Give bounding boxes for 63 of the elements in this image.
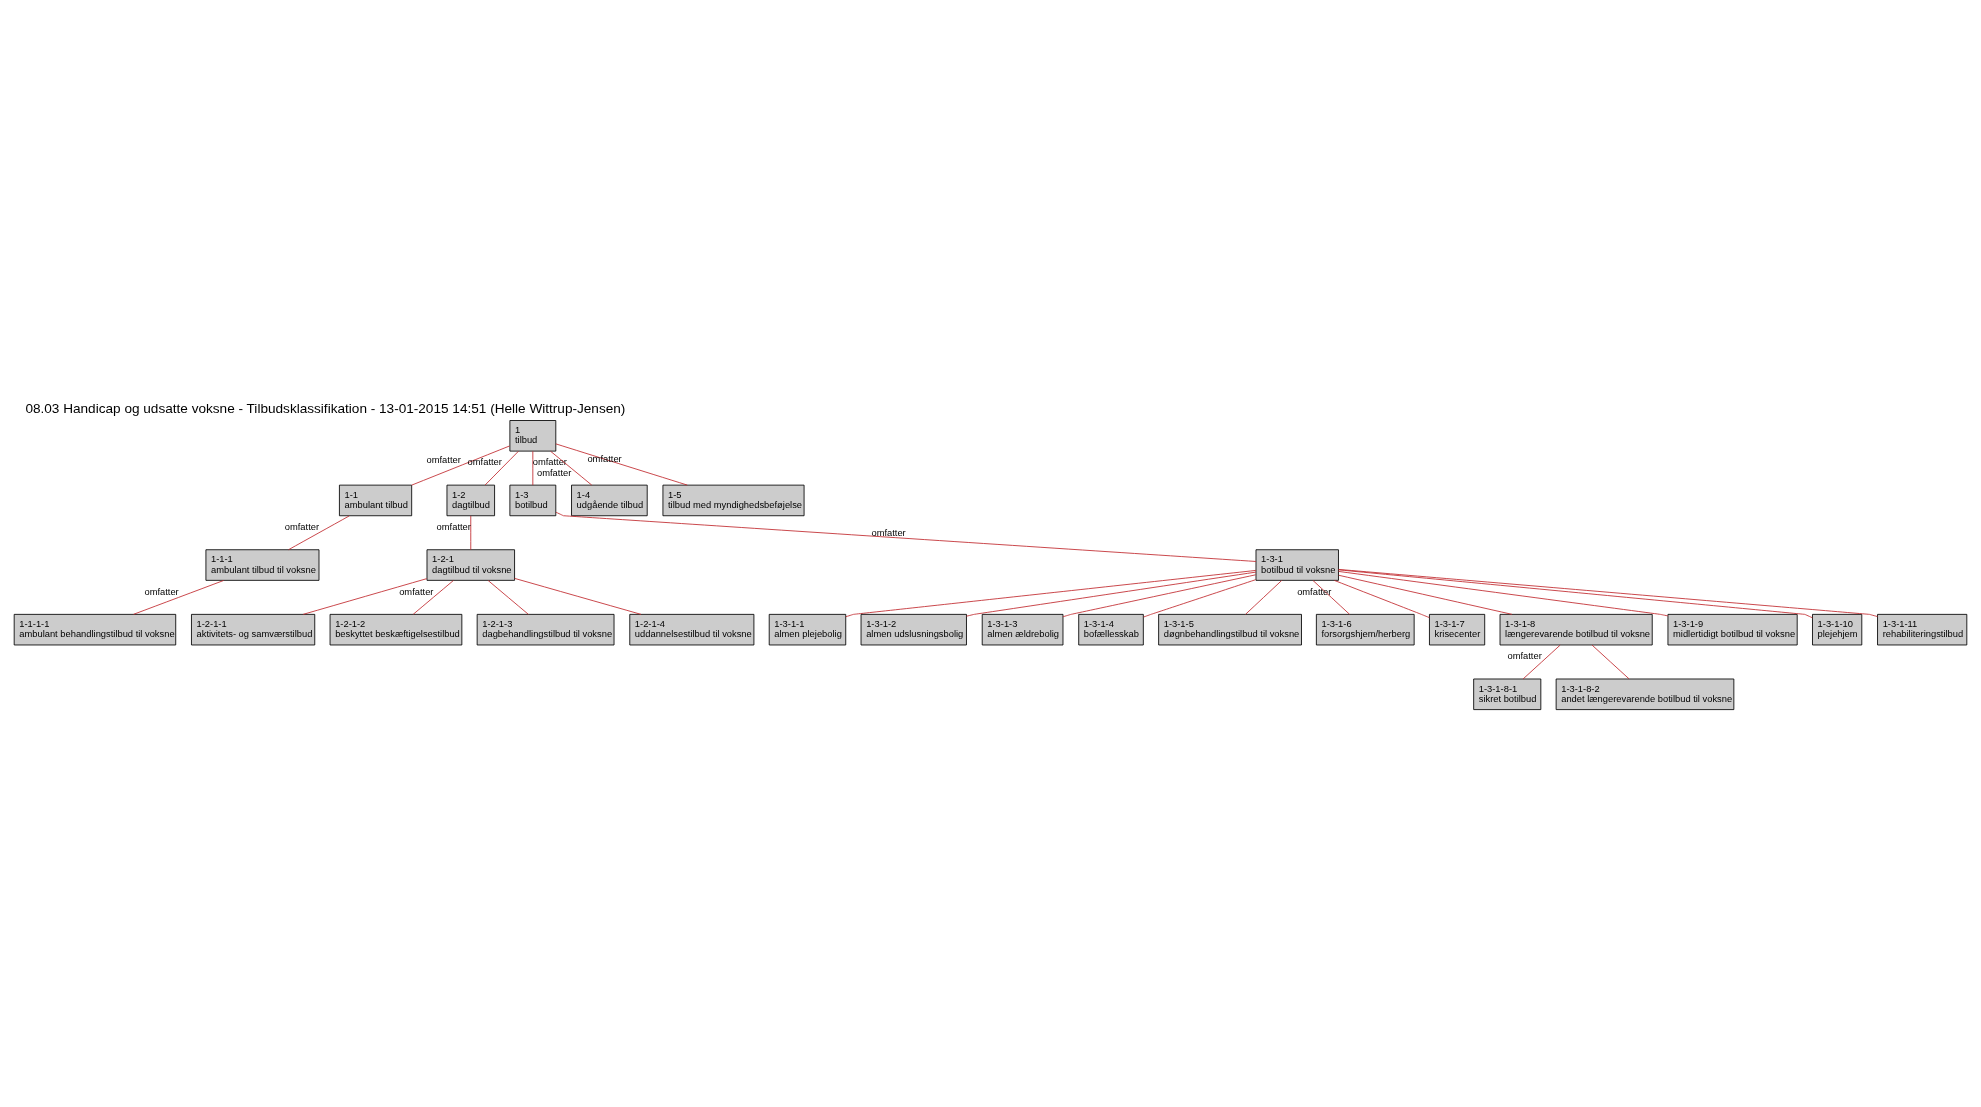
node-box: 1-1-1 ambulant tilbud til voksne <box>205 548 320 581</box>
connector <box>1338 570 1669 616</box>
connector <box>1522 644 1561 679</box>
node-box: 1-1-1-1 ambulant behandlingstilbud til voksne <box>13 613 177 645</box>
edge-label: omfatter <box>144 586 179 597</box>
connector <box>555 511 1257 562</box>
edge-label: omfatter <box>1297 586 1332 597</box>
edge-label: omfatter <box>399 586 434 597</box>
connector <box>1062 573 1257 617</box>
node-box: 1-3-1-1 almen plejebolig <box>768 613 847 645</box>
node-box: 1-4 udgående tilbud <box>571 484 648 516</box>
node-box: 1-2-1 dagtilbud til voksne <box>426 548 515 581</box>
connector <box>550 450 593 485</box>
connector <box>555 442 688 485</box>
node-box: 1-3-1-11 rehabiliteringstilbud <box>1877 613 1968 645</box>
connector <box>487 579 529 615</box>
node-box: 1-3-1-2 almen udslusningsbolig <box>860 613 967 645</box>
connector <box>412 579 454 615</box>
edge-label: omfatter <box>532 456 567 467</box>
node-box: 1-3-1-8 længerevarende botilbud til voksne <box>1499 613 1653 645</box>
node-box: 1-3-1 botilbud til voksne <box>1255 548 1339 581</box>
node-box: 1-3-1-9 midlertidigt botilbud til voksne <box>1667 613 1798 645</box>
connector <box>470 514 472 550</box>
connector <box>133 579 225 615</box>
edge-label: omfatter <box>467 456 502 467</box>
connector <box>1591 644 1630 679</box>
connector <box>966 571 1257 617</box>
edge-label: omfatter <box>1507 650 1542 661</box>
connector <box>302 577 428 615</box>
node-box: 1 tilbud <box>509 419 557 452</box>
node-box: 1-3-1-10 plejehjem <box>1812 613 1863 645</box>
node-box: 1-2-1-4 uddannelsestilbud til voksne <box>629 613 755 645</box>
connector <box>532 450 534 485</box>
connector <box>1245 579 1283 615</box>
node-box: 1-5 tilbud med myndighedsbeføjelse <box>662 484 805 516</box>
node-box: 1-3-1-8-1 sikret botilbud <box>1473 678 1542 710</box>
node-box: 1-3-1-5 døgnbehandlingstilbud til voksne <box>1158 613 1302 645</box>
node-box: 1-3-1-8-2 andet længerevarende botilbud til voksne <box>1555 678 1735 710</box>
connector <box>484 450 519 485</box>
node-box: 1-3 botilbud <box>509 484 557 516</box>
connector <box>1334 579 1430 618</box>
edge-label: omfatter <box>537 467 572 478</box>
node-box: 1-2-1-3 dagbehandlingstilbud til voksne <box>476 613 615 645</box>
connector <box>845 569 1257 617</box>
node-box: 1-2 dagtilbud <box>446 484 495 516</box>
edge-label: omfatter <box>426 454 461 465</box>
connector <box>411 445 511 486</box>
node-box: 1-3-1-7 krisecenter <box>1429 613 1486 645</box>
node-box: 1-2-1-1 aktivitets- og samværstilbud <box>191 613 316 645</box>
edge-label: omfatter <box>436 521 471 532</box>
node-box: 1-1 ambulant tilbud <box>339 484 413 516</box>
edge-label: omfatter <box>284 521 320 532</box>
connector <box>1338 574 1513 615</box>
node-box: 1-2-1-2 beskyttet beskæftigelsestilbud <box>329 613 463 645</box>
connector <box>288 514 350 550</box>
diagram-title: 08.03 Handicap og udsatte voksne - Tilbudsklassifikation - 13-01-2015 14:51 (Helle Wittrup-Jensen) <box>25 400 626 416</box>
edge-label: omfatter <box>871 527 906 538</box>
node-box: 1-3-1-4 bofællesskab <box>1078 613 1144 645</box>
node-box: 1-3-1-6 forsorgshjem/herberg <box>1315 613 1415 645</box>
node-box: 1-3-1-3 almen ældrebolig <box>981 613 1064 645</box>
connector <box>1312 579 1350 615</box>
connector <box>514 577 642 615</box>
connector <box>1143 578 1257 617</box>
